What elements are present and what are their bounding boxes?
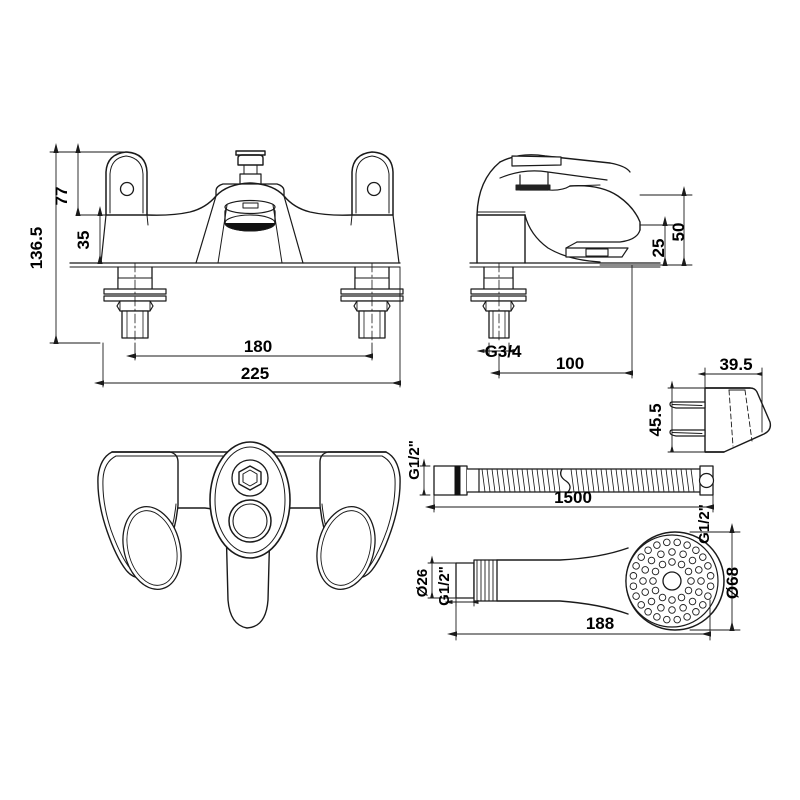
- wall-bracket-view: [669, 387, 772, 453]
- label-hose-inlet-thread: G1/2": [406, 440, 423, 480]
- dim-front-body-height: 35: [74, 231, 93, 250]
- dim-bracket-height: 45.5: [646, 403, 665, 436]
- front-view-dimensions: [49, 143, 401, 388]
- dim-bracket-width: 39.5: [719, 355, 752, 374]
- dim-front-handle-height: 77: [52, 187, 71, 206]
- side-elevation-view: [469, 154, 661, 344]
- dim-handset-stem-dia: Ø26: [414, 569, 431, 597]
- dim-side-thread: G3/4: [485, 342, 522, 361]
- dim-side-spout-height: 50: [669, 223, 688, 242]
- dim-handset-length: 188: [586, 614, 614, 633]
- handset-dimensions: [427, 523, 741, 641]
- shower-handset-view: [455, 531, 725, 631]
- side-view-dimensions: [476, 186, 693, 379]
- dim-front-overall-width: 225: [241, 364, 269, 383]
- label-hose-outlet-thread: G1/2": [696, 504, 713, 544]
- bracket-dimensions: [667, 367, 763, 453]
- label-handset-thread: G1/2": [436, 566, 453, 606]
- front-elevation-view: [69, 150, 404, 344]
- plan-top-view: [97, 441, 401, 629]
- dim-handset-head-dia: Ø68: [723, 567, 742, 599]
- shower-hose-view: [433, 465, 715, 496]
- dim-front-centres: 180: [244, 337, 272, 356]
- dim-front-total-height: 136.5: [27, 227, 46, 270]
- dim-side-spout-outlet: 25: [649, 239, 668, 258]
- hose-dimensions: [419, 458, 714, 513]
- dim-side-projection: 100: [556, 354, 584, 373]
- dim-hose-length: 1500: [554, 488, 592, 507]
